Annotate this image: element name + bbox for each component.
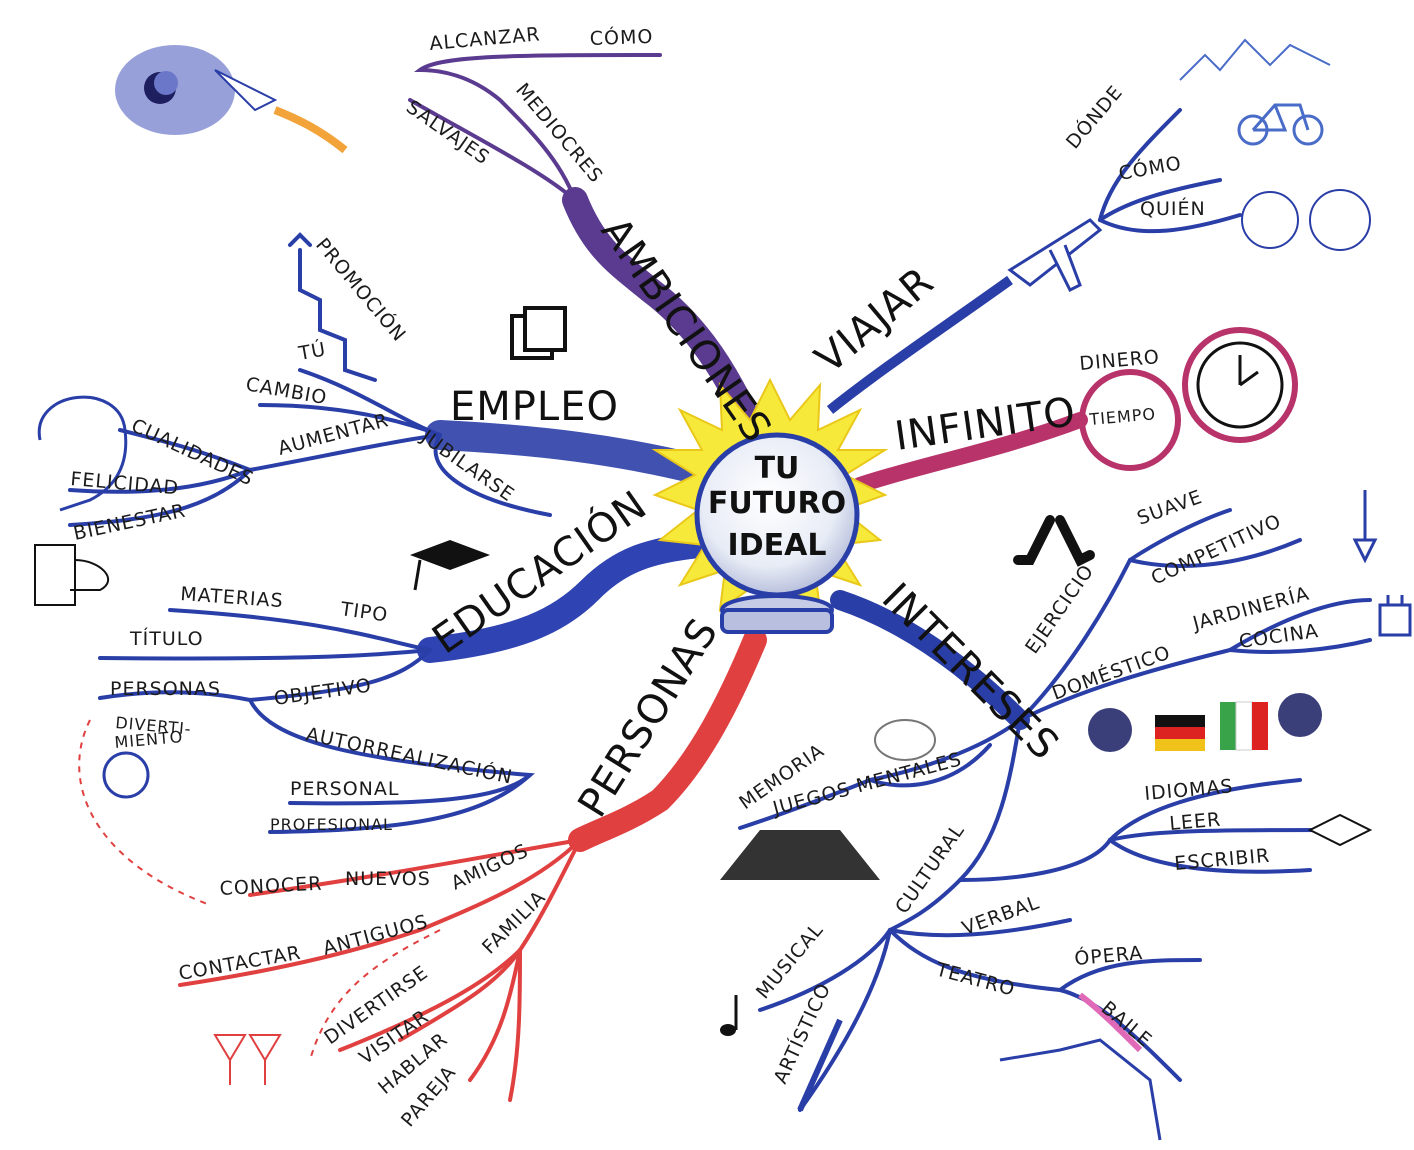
- head-icon: [37, 395, 128, 512]
- branch-empleo: [425, 420, 715, 485]
- center-line1: TU: [755, 451, 800, 486]
- bicycle-icon: [1237, 103, 1324, 146]
- label-tipo: TIPO: [338, 598, 389, 627]
- label-domestico: DOMÉSTICO: [1049, 641, 1174, 705]
- book-icon: [1307, 813, 1373, 847]
- label-objetivo: OBJETIVO: [273, 674, 374, 709]
- label-felicidad: FELICIDAD: [70, 468, 180, 499]
- label-idiomas: IDIOMAS: [1144, 775, 1235, 805]
- label-personal: PERSONAL: [290, 778, 399, 800]
- label-competitivo: COMPETITIVO: [1148, 510, 1285, 590]
- chessboard-icon: [720, 830, 880, 880]
- smiley-icon: [102, 751, 150, 799]
- label-ejercicio: EJERCICIO: [1021, 560, 1098, 657]
- crystal-ball-icon: [694, 432, 860, 634]
- title-empleo: EMPLEO: [450, 384, 619, 430]
- label-leer: LEER: [1169, 809, 1223, 835]
- title-viajar: VIAJAR: [807, 258, 943, 382]
- label-familia: FAMILIA: [478, 886, 550, 958]
- branch-intereses: [830, 590, 1030, 730]
- shovel-icon: [1352, 490, 1378, 564]
- label-personas-edu: PERSONAS: [110, 678, 221, 700]
- center-line2: FUTURO: [708, 486, 846, 521]
- label-cocina: COCINA: [1238, 620, 1321, 653]
- label-donde: DÓNDE: [1060, 80, 1127, 153]
- label-nuevos: NUEVOS: [345, 868, 431, 890]
- branch-infinito: [852, 412, 1088, 493]
- paintbrush-icon: [797, 1018, 843, 1112]
- label-como-viajar: CÓMO: [1117, 150, 1184, 185]
- branch-personas: [568, 628, 767, 852]
- graduation-cap-icon: [410, 540, 490, 591]
- faces-icon: [1241, 189, 1371, 251]
- label-dinero: DINERO: [1079, 346, 1161, 375]
- label-promocion: PROMOCIÓN: [311, 233, 412, 346]
- center-line3: IDEAL: [728, 528, 827, 563]
- dancer-icon: [999, 992, 1162, 1141]
- title-personas: PERSONAS: [569, 610, 727, 825]
- label-como-ambiciones: CÓMO: [589, 24, 653, 50]
- hand-icon: [34, 544, 109, 606]
- clock-icon: [1182, 327, 1298, 443]
- legs-icon: [1013, 515, 1095, 567]
- cake-icon: [1378, 595, 1412, 637]
- label-salvajes: SALVAJES: [402, 96, 494, 169]
- label-quien: QUIÉN: [1140, 197, 1206, 220]
- label-contactar: CONTACTAR: [177, 942, 303, 985]
- flags-icon: [1088, 693, 1322, 752]
- glasses-icon: [213, 1034, 282, 1085]
- label-titulo: TÍTULO: [129, 627, 204, 650]
- brain-cloud-icon: [874, 719, 936, 761]
- branch-ambiciones: [562, 187, 761, 433]
- folder-icon: [510, 306, 567, 360]
- mountains-icon: [1179, 38, 1331, 81]
- label-materias: MATERIAS: [180, 583, 285, 612]
- music-note-icon: [720, 995, 738, 1036]
- label-alcanzar: ALCANZAR: [429, 23, 542, 55]
- label-antiguos: ANTIGUOS: [321, 911, 431, 960]
- branch-viajar: [826, 275, 1013, 414]
- label-tiempo: TIEMPO: [1088, 404, 1157, 429]
- label-cultural: CULTURAL: [891, 820, 969, 918]
- label-profesional: PROFESIONAL: [270, 815, 393, 834]
- label-tu: TÚ: [296, 337, 328, 366]
- rocket-icon: [115, 45, 348, 154]
- infinito-loop: [1079, 369, 1181, 471]
- plane-icon: [1007, 218, 1103, 293]
- label-opera: ÓPERA: [1073, 940, 1144, 970]
- branch-educacion: [417, 532, 713, 663]
- label-bienestar: BIENESTAR: [71, 500, 187, 545]
- label-teatro: TEATRO: [933, 958, 1018, 1000]
- label-conocer: CONOCER: [219, 873, 323, 900]
